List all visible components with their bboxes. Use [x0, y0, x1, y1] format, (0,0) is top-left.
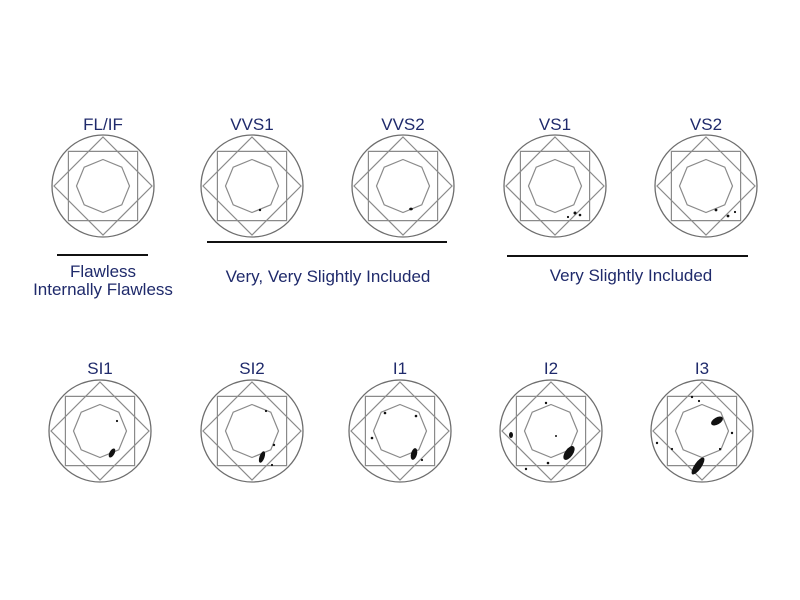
grade-label-vs1: VS1: [539, 115, 571, 134]
girdle-outline: [654, 134, 758, 238]
girdle-outline: [51, 134, 155, 238]
diamond-si1-icon: [48, 379, 152, 483]
inclusion-mark: [555, 435, 557, 437]
table-facet: [527, 158, 583, 214]
star-square-a: [505, 136, 605, 236]
inclusion-mark: [697, 399, 701, 403]
star-square-a: [501, 381, 601, 481]
inclusion-mark: [272, 443, 276, 447]
star-square-a: [656, 136, 756, 236]
inclusion-mark: [370, 436, 374, 440]
girdle-outline: [499, 379, 603, 483]
girdle-outline: [48, 379, 152, 483]
star-square-b: [666, 395, 738, 467]
star-square-a: [353, 136, 453, 236]
table-facet: [523, 403, 579, 459]
inclusion-mark: [690, 395, 694, 399]
star-square-b: [519, 150, 591, 222]
inclusion-mark: [258, 208, 262, 212]
star-square-b: [216, 395, 288, 467]
inclusion-mark: [544, 401, 548, 405]
grade-label-vvs2: VVS2: [381, 115, 424, 134]
inclusion-mark: [383, 411, 387, 415]
girdle-outline: [200, 379, 304, 483]
inclusion-mark: [566, 215, 570, 219]
inclusion-mark: [563, 446, 575, 460]
inclusion-mark: [733, 210, 737, 214]
star-square-a: [53, 136, 153, 236]
inclusion-mark: [264, 409, 268, 413]
inclusion-mark: [718, 447, 722, 451]
inclusion-mark: [670, 447, 674, 451]
star-square-b: [64, 395, 136, 467]
diamond-fl-if-icon: [51, 134, 155, 238]
inclusion-mark: [420, 458, 424, 462]
grade-label-i2: I2: [544, 359, 558, 378]
diamond-si2-icon: [200, 379, 304, 483]
inclusion-mark: [711, 416, 723, 426]
table-facet: [72, 403, 128, 459]
star-square-b: [67, 150, 139, 222]
diamond-vvs1-icon: [200, 134, 304, 238]
girdle-outline: [200, 134, 304, 238]
vvs-category-label: Very, Very Slightly Included: [226, 267, 431, 286]
inclusion-mark: [573, 211, 577, 215]
grade-label-vs2: VS2: [690, 115, 722, 134]
girdle-outline: [503, 134, 607, 238]
star-square-b: [367, 150, 439, 222]
star-square-b: [216, 150, 288, 222]
diamond-i2-icon: [499, 379, 603, 483]
inclusion-mark: [578, 213, 582, 217]
table-facet: [375, 158, 431, 214]
table-facet: [75, 158, 131, 214]
star-square-a: [202, 136, 302, 236]
inclusion-mark: [509, 432, 513, 438]
table-facet: [678, 158, 734, 214]
star-square-b: [670, 150, 742, 222]
star-square-b: [515, 395, 587, 467]
flawless-label-line2: Internally Flawless: [33, 280, 173, 299]
flawless-label-line1: Flawless: [70, 262, 136, 281]
grade-label-i1: I1: [393, 359, 407, 378]
inclusion-mark: [115, 419, 119, 423]
inclusion-mark: [258, 451, 266, 463]
inclusion-mark: [410, 448, 418, 460]
table-facet: [224, 403, 280, 459]
inclusion-mark: [414, 414, 418, 418]
star-square-a: [350, 381, 450, 481]
grade-label-i3: I3: [695, 359, 709, 378]
inclusion-mark: [524, 467, 528, 471]
grade-label-fl-if: FL/IF: [83, 115, 123, 134]
grade-label-si1: SI1: [87, 359, 113, 378]
table-facet: [372, 403, 428, 459]
diamond-vs1-icon: [503, 134, 607, 238]
inclusion-mark: [108, 448, 116, 458]
inclusion-mark: [730, 431, 734, 435]
girdle-outline: [348, 379, 452, 483]
inclusion-mark: [270, 463, 274, 467]
girdle-outline: [351, 134, 455, 238]
diamond-vvs2-icon: [351, 134, 455, 238]
inclusion-mark: [546, 461, 550, 465]
inclusion-mark: [714, 208, 718, 212]
vs-category-label: Very Slightly Included: [550, 266, 713, 285]
inclusion-mark: [655, 441, 659, 445]
star-square-a: [652, 381, 752, 481]
star-square-a: [202, 381, 302, 481]
table-facet: [674, 403, 730, 459]
star-square-b: [364, 395, 436, 467]
diamond-i1-icon: [348, 379, 452, 483]
diamond-i3-icon: [650, 379, 754, 483]
inclusion-mark: [409, 207, 413, 211]
girdle-outline: [650, 379, 754, 483]
inclusion-mark: [726, 214, 730, 218]
grade-label-vvs1: VVS1: [230, 115, 273, 134]
diamond-grid: [48, 134, 758, 483]
grade-label-si2: SI2: [239, 359, 265, 378]
diamond-vs2-icon: [654, 134, 758, 238]
inclusion-mark: [691, 457, 705, 475]
star-square-a: [50, 381, 150, 481]
table-facet: [224, 158, 280, 214]
